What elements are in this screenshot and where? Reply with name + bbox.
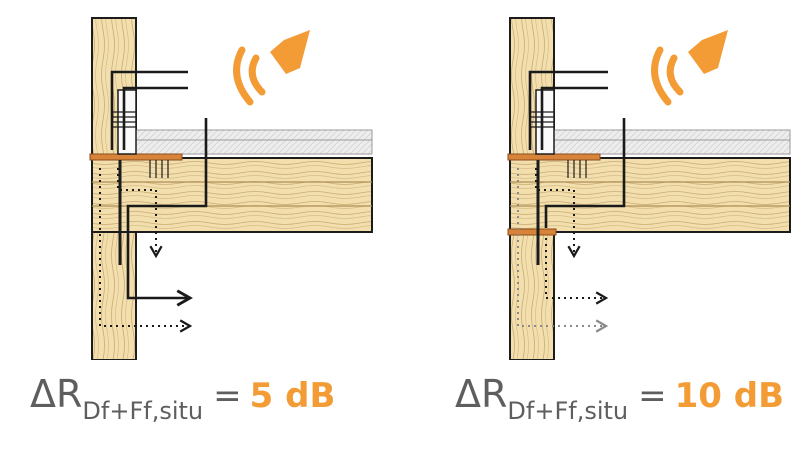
junction-detail-left [89,17,373,360]
flanking-path-floor [544,118,626,228]
junction-detail-right [507,17,791,360]
equals-sign: = [638,376,667,416]
delta-r-subscript: Df+Ff,situ [82,397,204,425]
speaker-sound-icon [233,30,310,106]
flanking-path-upper [540,86,608,150]
delta-r-symbol: ΔR [455,372,508,416]
flanking-path-direct [528,70,608,150]
junction-diagrams [89,17,791,360]
speaker-sound-icon [651,30,728,106]
resilient-interlayer-bottom [507,228,557,236]
floor-screed [553,129,791,155]
flanking-path-direct [110,70,188,150]
resilient-interlayer-top [507,153,601,161]
lower-wall-panel [509,231,555,360]
floor-slab [509,157,791,233]
flanking-path-dotted-wall [99,168,193,333]
flanking-path-dotted-wall [517,168,609,333]
resilient-interlayer [89,153,183,161]
flanking-path-upper [122,86,188,150]
equals-sign: = [213,376,242,416]
formula-right: ΔRDf+Ff,situ =10 dB [455,372,784,442]
flanking-path-floor [126,118,208,307]
improvement-value: 10 dB [674,376,785,416]
formula-left: ΔRDf+Ff,situ =5 dB [30,372,335,442]
flanking-path-dotted-mid [545,238,609,305]
lower-wall-panel [91,231,137,360]
delta-r-subscript: Df+Ff,situ [507,397,629,425]
improvement-value: 5 dB [249,376,336,416]
floor-slab [91,157,373,233]
floor-screed [135,129,373,155]
delta-r-symbol: ΔR [30,372,83,416]
